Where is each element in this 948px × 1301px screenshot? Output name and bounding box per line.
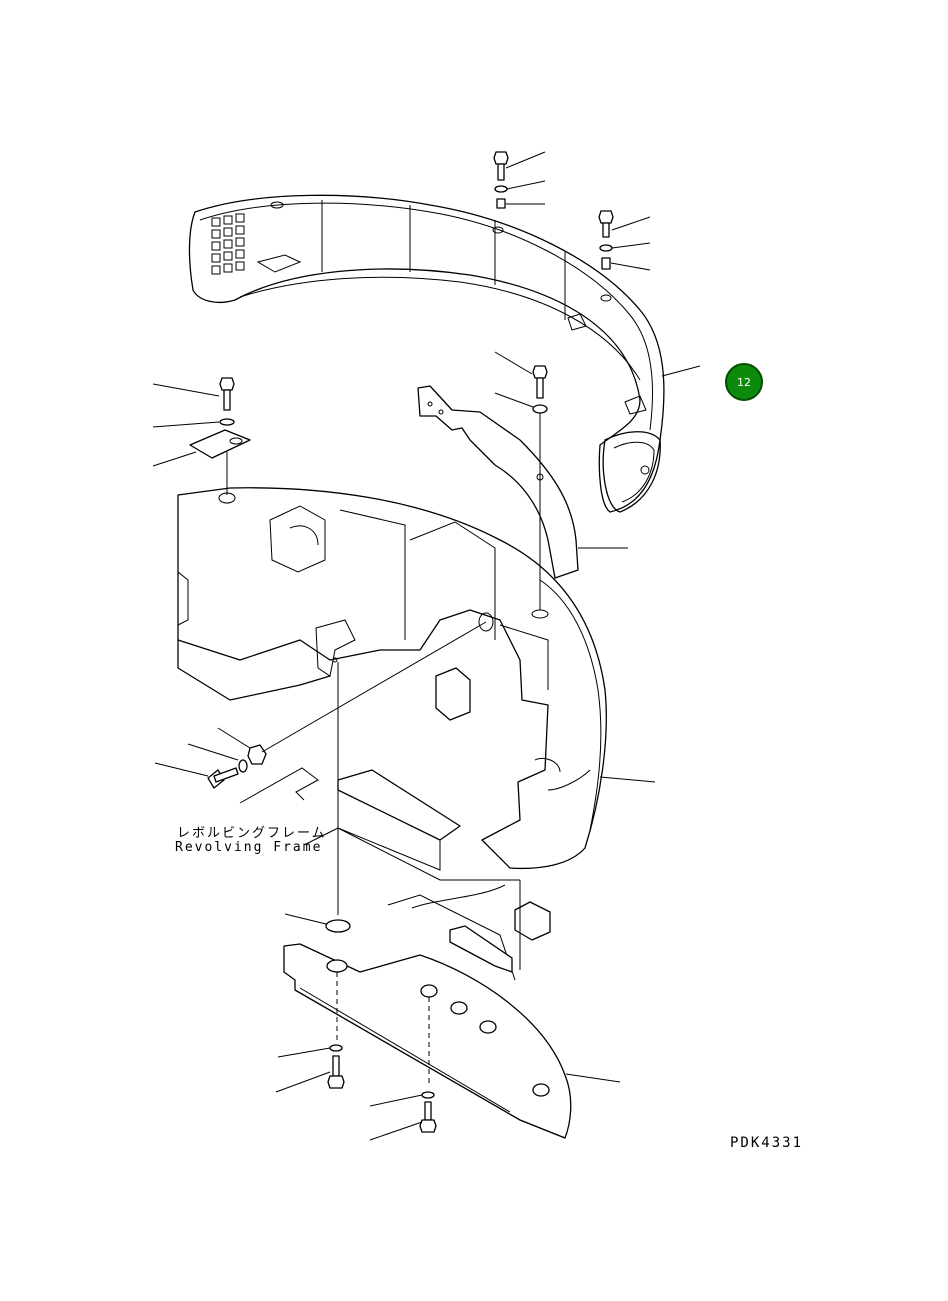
callout-badge-number: 12 xyxy=(737,375,751,389)
drawing-code: PDK4331 xyxy=(730,1135,804,1151)
cover-leader xyxy=(661,365,701,377)
bottom-bolt-right xyxy=(369,1091,437,1141)
callout-badge[interactable]: 12 xyxy=(725,363,763,401)
bracket-bolt xyxy=(494,351,548,610)
counterweight-body xyxy=(177,487,656,870)
bolt-stack-top-right xyxy=(598,210,651,271)
frame-label-leader xyxy=(303,827,339,846)
frame-label-japanese: レボルビングフレーム xyxy=(177,826,327,841)
bolt-stack-top-center xyxy=(493,151,546,209)
bolt-stack-left xyxy=(152,377,251,495)
vent-grille xyxy=(211,213,245,275)
under-cover-plate xyxy=(283,913,621,1139)
counterweight-cover xyxy=(188,194,665,513)
side-bolt-assembly xyxy=(154,621,487,789)
bottom-bolt-left xyxy=(275,1044,345,1093)
frame-label-english: Revolving Frame xyxy=(175,840,323,855)
mounting-bracket xyxy=(417,385,628,579)
revolving-frame-section xyxy=(239,662,551,981)
